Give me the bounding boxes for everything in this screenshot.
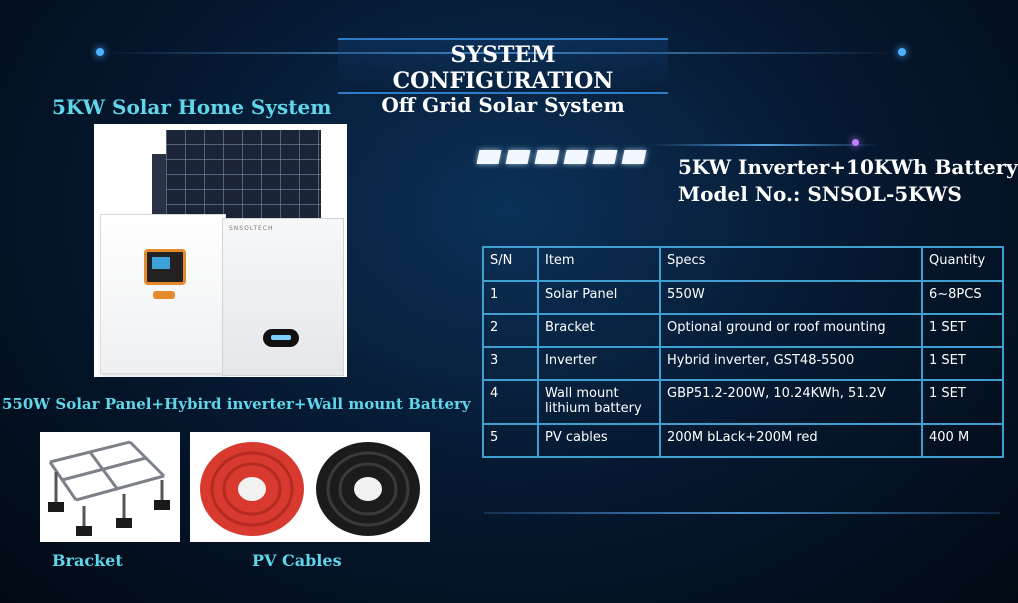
decorative-bar [505,150,531,164]
configuration-table: S/N Item Specs Quantity 1 Solar Panel 55… [482,246,1004,458]
cell-item: Wall mount lithium battery [537,379,661,425]
table-row: 3 Inverter Hybrid inverter, GST48-5500 1… [482,346,1004,381]
pv-cables-photo [190,432,430,542]
table-row: 4 Wall mount lithium battery GBP51.2-200… [482,379,1004,425]
cell-item: Inverter [537,346,661,381]
cell-quantity: 1 SET [921,313,1004,348]
cell-specs: 200M bLack+200M red [659,423,923,458]
bracket-drawing [48,440,170,536]
cell-sn: 2 [482,313,539,348]
bracket-photo [40,432,180,542]
header-banner: SYSTEM CONFIGURATION Off Grid Solar Syst… [338,38,668,116]
battery-image: SNSOLTECH [222,218,344,376]
battery-display [263,329,299,347]
model-dot [852,139,859,146]
table-row: 5 PV cables 200M bLack+200M red 400 M [482,423,1004,458]
table-row: 2 Bracket Optional ground or roof mounti… [482,313,1004,348]
decorative-bar [563,150,589,164]
inverter-button [153,291,175,299]
cell-sn: 4 [482,379,539,425]
cell-quantity: 400 M [921,423,1004,458]
decorative-bar [534,150,560,164]
battery-brand-label: SNSOLTECH [229,225,274,232]
header-subtitle: Off Grid Solar System [381,93,625,117]
system-title: 5KW Solar Home System [52,95,332,119]
cell-sn: 1 [482,280,539,315]
bracket-caption: Bracket [52,551,123,570]
pv-cables-caption: PV Cables [252,551,342,570]
main-caption: 550W Solar Panel+Hybird inverter+Wall mo… [2,395,471,413]
solar-system-photo: SNSOLTECH [94,124,347,377]
cell-item: Bracket [537,313,661,348]
bottom-glow-line [484,512,1000,514]
cell-specs: 550W [659,280,923,315]
cell-item: Solar Panel [537,280,661,315]
model-glow-line [650,144,880,146]
cell-quantity: 6~8PCS [921,280,1004,315]
cell-specs: Optional ground or roof mounting [659,313,923,348]
header-glow-line [100,52,900,54]
cell-quantity: 1 SET [921,379,1004,425]
cell-item: PV cables [537,423,661,458]
table-header-row: S/N Item Specs Quantity [482,246,1004,282]
decorative-bar [592,150,618,164]
cell-specs: GBP51.2-200W, 10.24KWh, 51.2V [659,379,923,425]
header-title: SYSTEM CONFIGURATION [392,42,614,94]
column-header-specs: Specs [659,246,923,282]
table-row: 1 Solar Panel 550W 6~8PCS [482,280,1004,315]
inverter-image [100,214,226,374]
column-header-item: Item [537,246,661,282]
cell-sn: 3 [482,346,539,381]
model-line-1: 5KW Inverter+10KWh Battery [678,155,1018,179]
decorative-bar [621,150,647,164]
cell-sn: 5 [482,423,539,458]
cell-quantity: 1 SET [921,346,1004,381]
model-number: Model No.: SNSOL-5KWS [678,182,962,206]
cell-specs: Hybrid inverter, GST48-5500 [659,346,923,381]
inverter-screen [144,249,186,285]
header-left-dot [96,48,104,56]
pv-cables-drawing [200,442,420,536]
column-header-quantity: Quantity [921,246,1004,282]
decorative-bar [476,150,502,164]
header-right-dot [898,48,906,56]
column-header-sn: S/N [482,246,539,282]
